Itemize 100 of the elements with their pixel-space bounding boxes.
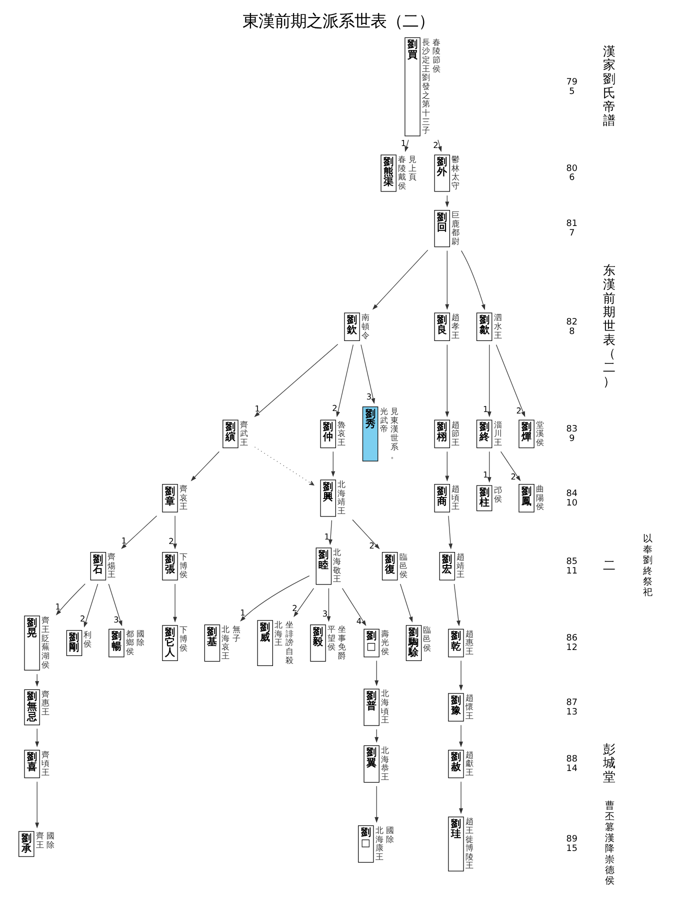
arrow (336, 344, 354, 418)
label: 10 (566, 498, 578, 508)
node-label: 北海康王 (375, 824, 384, 862)
edge-label: 1 (55, 601, 60, 612)
node-label: 北海靖王 (338, 479, 346, 516)
node-label: 邔侯 (494, 484, 502, 504)
node-label: 齊煬王 (108, 552, 116, 580)
arrow (500, 451, 521, 482)
node-label: 臨邑侯 (399, 552, 408, 580)
arrow (374, 786, 379, 823)
arrow (254, 446, 314, 486)
arrow (487, 451, 492, 483)
node-label: 長沙定王劉發之第十三子 (422, 36, 430, 136)
label: 83 (566, 424, 578, 435)
node-label: 泗水王 (494, 312, 502, 340)
label: 13 (566, 707, 578, 718)
label: 12 (566, 643, 578, 654)
arrow (190, 451, 220, 482)
label: 84 (566, 488, 578, 499)
arrow (56, 584, 86, 616)
label: 5 (569, 86, 575, 97)
node-label: 春陵戴侯 (398, 154, 406, 191)
node-label: 齊王 (36, 830, 44, 850)
node-label: 巨鹿都尉 (452, 210, 460, 246)
node-label: 齊哀王 (179, 484, 188, 512)
arrow (496, 344, 526, 418)
node-label: 都鄉侯 (126, 628, 134, 656)
node-label: 趙惠王 (465, 628, 474, 656)
node-label: 趙獻王 (465, 749, 474, 777)
node-label: 北海頃王 (381, 688, 390, 725)
edge-label: 1 (240, 608, 246, 618)
node-label: 堂溪侯 (536, 419, 544, 447)
arrow (360, 344, 376, 404)
arrow (326, 588, 331, 622)
arrow (328, 520, 332, 546)
node-label: 鬱林太守 (452, 154, 460, 191)
arrow (404, 140, 409, 152)
edge-label: 1 (482, 469, 488, 480)
label: 7 (569, 228, 575, 239)
label: 81 (566, 219, 578, 230)
node-label: 下博侯 (179, 624, 188, 652)
label: 以奉劉終祭祀 (642, 534, 652, 598)
node-label: 國除 (46, 830, 55, 850)
node-label: 坐誹謗自殺 (285, 620, 294, 665)
edge-label: 1 (121, 535, 127, 546)
arrow (445, 250, 450, 310)
arrow (400, 584, 413, 622)
arrow (331, 451, 336, 477)
arrow (240, 576, 310, 622)
arrow (84, 584, 98, 628)
label: 曹丕篡漢降崇德侯 (605, 800, 614, 887)
arrow (342, 588, 366, 626)
node-label: 魯哀王 (338, 419, 346, 447)
node-label: 齊頃王 (41, 749, 50, 777)
edge-label: 4 (356, 616, 362, 626)
node-label: 利侯 (84, 630, 92, 648)
edge-label: 2 (292, 602, 298, 613)
arrow (460, 250, 486, 310)
label: 87 (566, 698, 578, 708)
edge-label: 2 (516, 406, 522, 416)
edge-label: 2 (168, 536, 174, 546)
edge-label: 2 (433, 140, 438, 150)
arrow (445, 344, 450, 418)
node-label: 北海敬王 (333, 547, 342, 584)
node-label: 下博侯 (179, 552, 188, 580)
node-label: 南頓令 (361, 312, 370, 340)
node-label: 趙孝王 (452, 312, 460, 340)
label: 15 (566, 844, 578, 854)
arrow (459, 724, 463, 748)
arrow (374, 660, 379, 686)
node-label: 北海哀王 (222, 624, 230, 660)
label: 6 (569, 173, 575, 184)
arrow (372, 250, 428, 310)
arrow (108, 584, 122, 626)
arrow (294, 588, 314, 618)
node-label: 壽光侯 (381, 628, 390, 656)
node-label: 趙靖王 (456, 552, 465, 580)
node-label: 北海王 (274, 620, 283, 648)
edge-label: 2 (80, 613, 86, 624)
edge-label: 1 (324, 532, 330, 542)
label: 11 (566, 566, 578, 576)
label: 二 (603, 557, 616, 572)
node-label: 無子 (232, 624, 240, 643)
node-label: 趙懷王 (465, 692, 474, 720)
arrow (459, 660, 463, 691)
node-label: 坐事免爵 (338, 624, 346, 660)
arrow (454, 584, 460, 626)
edge-label: 2 (510, 471, 516, 482)
edge-label: 2 (332, 403, 338, 414)
node-label: 國除 (136, 628, 145, 648)
arrow (459, 781, 463, 814)
label: 14 (566, 764, 578, 774)
arrow (445, 451, 450, 482)
arrow (35, 728, 40, 748)
node-label: 曲陽侯 (536, 484, 544, 512)
label: 89 (566, 834, 578, 845)
label: 85 (566, 556, 578, 567)
node-label: 平望侯 (327, 624, 336, 652)
label: 80 (566, 164, 578, 174)
label: 彭城堂 (603, 741, 616, 784)
